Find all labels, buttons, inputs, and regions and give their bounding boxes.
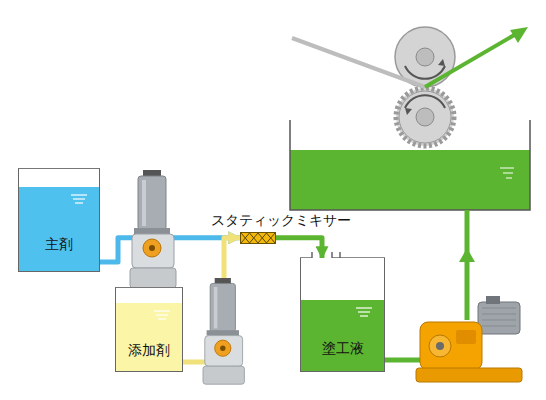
pump	[207, 330, 239, 335]
liquid-surface-mark	[75, 202, 83, 203]
pump	[138, 176, 166, 230]
liquid-surface-mark	[71, 194, 87, 195]
pump	[205, 336, 243, 367]
pump	[149, 245, 155, 251]
pump	[220, 346, 225, 351]
pump	[416, 368, 522, 382]
pump	[130, 268, 176, 288]
liquid-surface-mark	[154, 309, 170, 321]
mixer-label: スタティックミキサー	[205, 212, 357, 229]
liquid	[19, 187, 99, 271]
liquid-surface-mark	[156, 314, 168, 315]
main-agent-tank: 主剤	[18, 168, 100, 272]
liquid-surface-mark	[154, 310, 170, 311]
web	[510, 27, 528, 43]
pump	[429, 335, 451, 357]
static-mixer: スタティックミキサー	[205, 212, 357, 248]
pump	[214, 287, 218, 328]
liquid-surface-mark	[158, 318, 166, 319]
liquid-surface-mark	[71, 193, 87, 205]
pump	[203, 366, 244, 384]
liquid	[116, 303, 182, 371]
pump	[436, 342, 444, 350]
pump	[134, 228, 170, 234]
coating-pan	[290, 150, 530, 210]
roller	[416, 48, 434, 66]
liquid-surface-mark	[360, 315, 368, 316]
pump	[482, 308, 516, 326]
gear-roller	[396, 88, 454, 146]
mixer-element	[250, 233, 259, 243]
pump	[486, 296, 500, 304]
pump	[420, 322, 482, 370]
web	[292, 38, 425, 87]
pump	[210, 283, 235, 332]
static-mixer-body	[240, 232, 276, 244]
tank-label: 主剤	[45, 236, 73, 253]
liquid	[301, 300, 384, 371]
liquid-surface-mark	[356, 306, 372, 318]
liquid-surface-mark	[356, 307, 372, 308]
coating-liquid-tank: 塗工液	[300, 258, 385, 372]
liquid-surface-mark	[358, 311, 370, 312]
tank-label: 添加剤	[128, 342, 170, 359]
gear-roller	[405, 95, 445, 108]
mixer-element	[258, 233, 267, 243]
pipe	[459, 248, 475, 262]
pump	[142, 180, 146, 226]
pump	[456, 330, 476, 344]
gear-roller	[396, 88, 454, 146]
pump	[130, 170, 176, 288]
pump	[478, 302, 520, 334]
pump	[132, 234, 174, 268]
liquid-surface-mark	[73, 198, 85, 199]
coating-pan	[500, 168, 514, 178]
gear-roller	[416, 108, 434, 126]
gear-roller	[399, 91, 451, 143]
pipe-connector	[276, 238, 322, 258]
pipe	[465, 210, 470, 320]
tank-label: 塗工液	[322, 340, 364, 357]
web	[425, 34, 516, 87]
pump	[203, 278, 244, 384]
mixer-element	[267, 233, 276, 243]
pump	[143, 239, 161, 257]
pump	[215, 340, 231, 356]
additive-tank: 添加剤	[115, 287, 183, 372]
pump	[416, 296, 522, 382]
static-mixer-body	[241, 232, 276, 243]
mixer-element	[241, 233, 250, 243]
roller	[438, 59, 445, 66]
web	[292, 27, 528, 87]
gear-roller	[405, 108, 412, 115]
